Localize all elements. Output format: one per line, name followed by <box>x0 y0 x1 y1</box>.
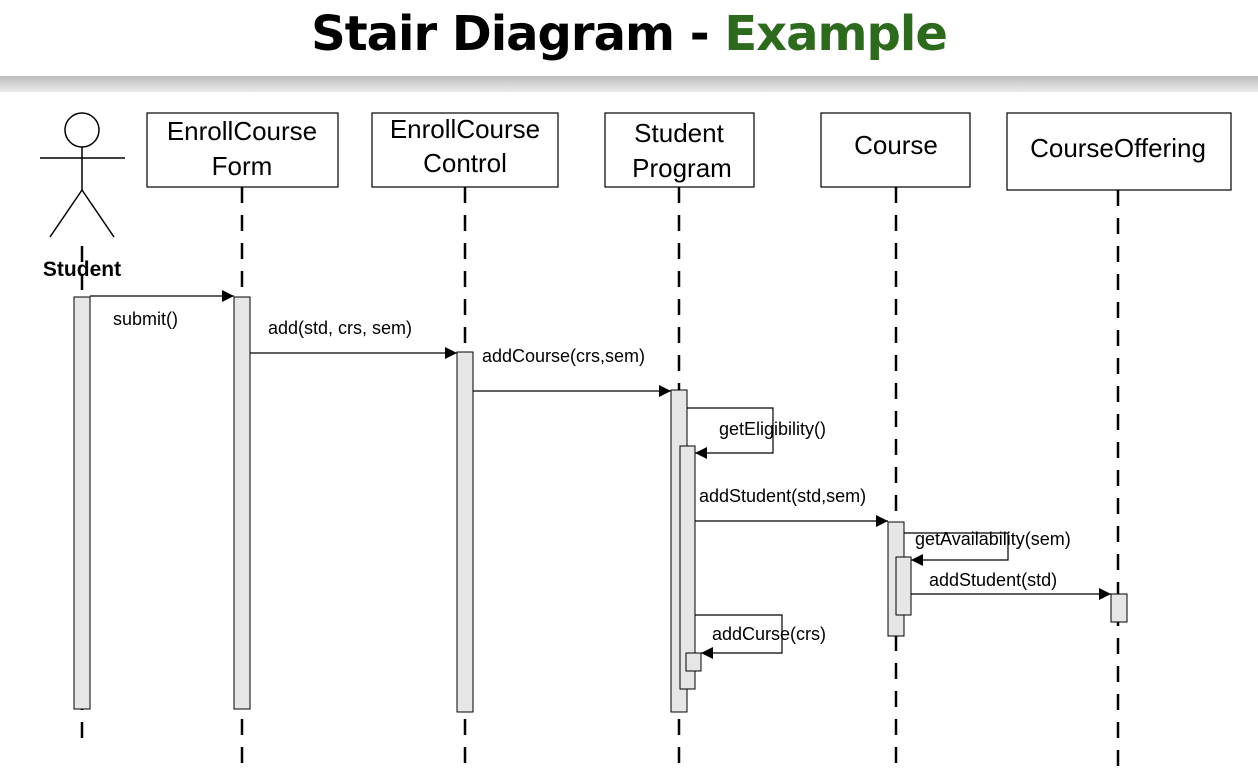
message-label-addstudent: addStudent(std,sem) <box>699 486 866 506</box>
lifeline-label-line-1: CourseOffering <box>1030 133 1206 163</box>
lifeline-box-program: Student Program <box>604 112 755 188</box>
message-label-submit: submit() <box>113 309 178 329</box>
lifeline-label-line-2: Control <box>423 148 507 178</box>
actor-right-leg <box>81 189 115 238</box>
page-title: Stair Diagram - Example <box>0 6 1258 62</box>
actor-label: Student <box>43 258 121 281</box>
activation-student <box>73 296 91 710</box>
lifeline-label-line-1: EnrollCourse <box>167 116 317 146</box>
message-label-addcourse: addCourse(crs,sem) <box>482 346 645 366</box>
activation-control <box>456 351 474 713</box>
activation-offering <box>1110 593 1128 623</box>
lifeline-label-line-2: Program <box>632 153 732 183</box>
message-label-getavailability: getAvailability(sem) <box>915 529 1071 549</box>
lifeline-label-line-1: Course <box>854 130 938 160</box>
activation-form <box>233 296 251 710</box>
lifeline-box-course: Course <box>820 112 971 188</box>
activation-course-nested <box>895 556 912 616</box>
message-label-addstudent-std: addStudent(std) <box>929 570 1057 590</box>
title-divider-band <box>0 76 1258 92</box>
lifeline-label-line-2: Form <box>212 151 273 181</box>
title-accent: Example <box>724 6 948 62</box>
title-main: Stair Diagram - <box>311 6 725 62</box>
lifeline-box-form: EnrollCourse Form <box>146 112 339 188</box>
actor-student: Student <box>40 112 125 281</box>
message-label-add: add(std, crs, sem) <box>268 318 412 338</box>
lifeline-label-line-1: Student <box>634 118 724 148</box>
lifeline-box-control: EnrollCourse Control <box>371 112 559 188</box>
activation-program-nested-2 <box>685 652 702 672</box>
actor-left-leg <box>49 189 83 238</box>
activation-program-nested <box>679 445 696 690</box>
message-arrow-geteligibility <box>687 407 774 459</box>
message-label-geteligibility: getEligibility() <box>719 419 826 439</box>
actor-head <box>64 112 100 148</box>
lifeline-box-offering: CourseOffering <box>1006 112 1232 191</box>
message-arrow-addcurse <box>695 614 783 659</box>
message-arrow-getavailability <box>904 532 1009 566</box>
message-label-addcurse: addCurse(crs) <box>712 624 826 644</box>
lifeline-label-line-1: EnrollCourse <box>390 114 540 144</box>
